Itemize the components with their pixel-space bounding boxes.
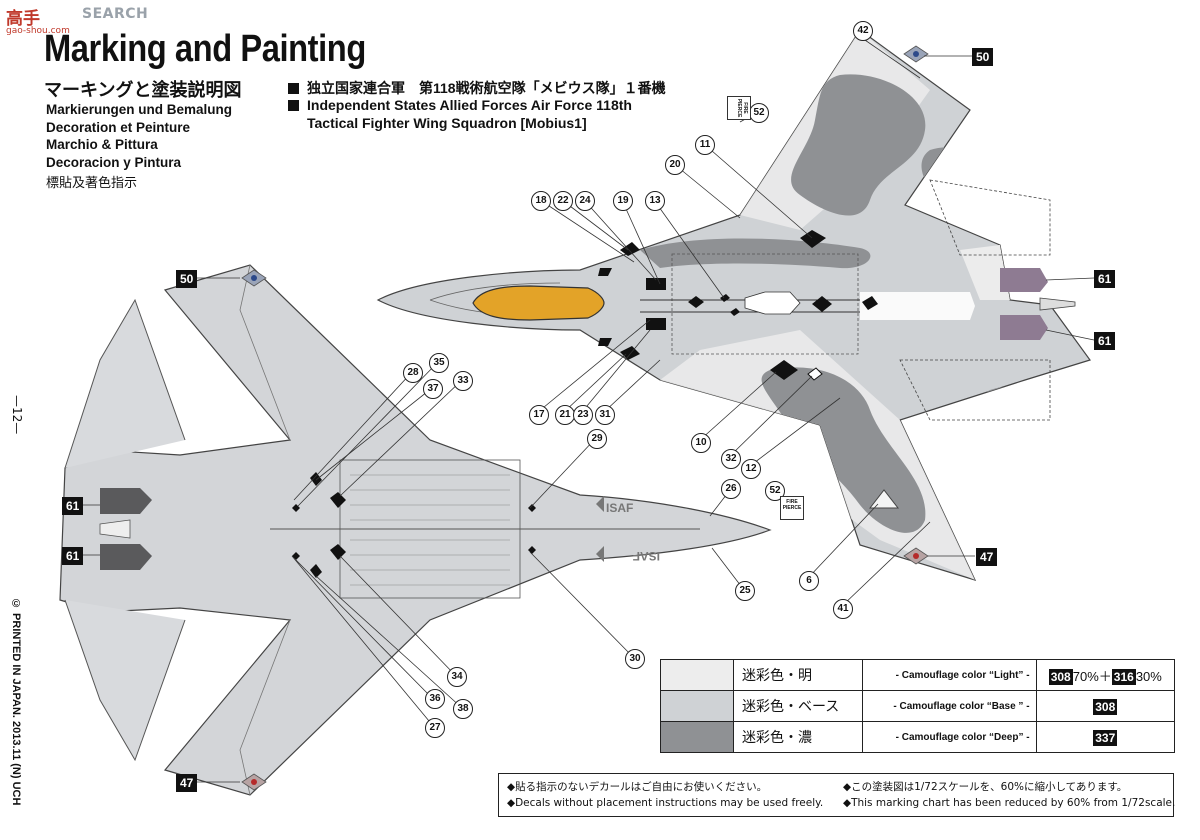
unit-line-japanese: 独立国家連合軍 第118戦術航空隊「メビウス隊」１番機 [288,78,666,98]
callout: 28 [403,363,423,383]
decal-number-61: 61 [62,547,84,565]
printed-in-japan: © PRINTED IN JAPAN. 2013.11 (N) UCH [10,598,22,806]
decal-number-50: 50 [972,48,994,66]
color-swatch-light [660,659,734,691]
callout: 17 [529,405,549,425]
paint-percent: 30% [1135,668,1162,684]
callout: 32 [721,449,741,469]
paint-code: 337 [1093,729,1118,746]
callout: 11 [695,135,715,155]
bullet-square-icon [288,83,299,94]
callout: 12 [741,459,761,479]
camo-name-en: - Camouflage color “Deep” - [861,721,1037,753]
paint-code: 308 [1048,668,1073,685]
subtitle-spanish: Decoracion y Pintura [46,155,182,170]
callout: 26 [721,479,741,499]
camo-row-deep: 迷彩色・濃 - Camouflage color “Deep” - 337 [660,721,1176,753]
decal-number-61: 61 [1094,332,1116,350]
color-swatch-base [660,690,734,722]
watermark-logo: 高手 [6,9,40,29]
isaf-text-lower: ISAF [633,549,660,563]
callout: 35 [429,353,449,373]
callout: 31 [595,405,615,425]
paint-percent: 70% [1072,668,1099,684]
isaf-text-upper: ISAF [606,501,633,515]
subtitle-italian: Marchio & Pittura [46,137,158,152]
note-ja-2: ◆この塗装図は1/72スケールを、60%に縮小してあります。 [843,781,1128,793]
callout: 6 [799,571,819,591]
camo-mix: 337 [1035,721,1176,753]
camo-name-en: - Camouflage color “Light” - [861,659,1037,691]
unit-line-english-1: Independent States Allied Forces Air For… [288,97,632,113]
unit-text-en1: Independent States Allied Forces Air For… [307,97,632,113]
notes-box: ◆貼る指示のないデカールはご自由にお使いください。 ◆Decals withou… [498,773,1176,817]
callout: 34 [447,667,467,687]
callout: 30 [625,649,645,669]
camo-name-ja: 迷彩色・ベース [733,690,863,722]
callout: 22 [553,191,573,211]
subtitle-german: Markierungen und Bemalung [46,102,233,117]
unit-line-english-2: Tactical Fighter Wing Squadron [Mobius1] [307,115,587,131]
subtitle-japanese: マーキングと塗装説明図 [44,80,242,101]
callout: 23 [573,405,593,425]
bullet-square-icon [288,100,299,111]
fire-pierce-decal: FIRE PIERCE [727,96,751,120]
callout: 19 [613,191,633,211]
subtitle-chinese: 標貼及著色指示 [46,176,138,191]
color-swatch-deep [660,721,734,753]
callout: 25 [735,581,755,601]
camo-name-ja: 迷彩色・濃 [733,721,863,753]
page-title: Marking and Painting [44,28,366,70]
camo-row-base: 迷彩色・ベース - Camouflage color “Base ” - 308 [660,690,1176,722]
camo-name-en: - Camouflage color “Base ” - [861,690,1037,722]
watermark-url: gao-shou.com [6,26,70,36]
fire-pierce-decal: FIRE PIERCE [780,496,804,520]
paint-code: 316 [1111,668,1136,685]
unit-text-ja: 独立国家連合軍 第118戦術航空隊「メビウス隊」１番機 [307,80,666,96]
callout: 38 [453,699,473,719]
callout: 18 [531,191,551,211]
note-en-2: ◆This marking chart has been reduced by … [843,797,1176,809]
decal-number-50: 50 [176,270,198,288]
paint-code: 308 [1093,698,1118,715]
decal-number-47: 47 [976,548,998,566]
decal-number-47: 47 [176,774,198,792]
plus-sign: ＋ [1098,668,1112,684]
subtitle-french: Decoration et Peinture [46,120,191,135]
callout: 52 [749,103,769,123]
lower-surface-view: ISAF ISAF [59,264,772,796]
callout: 37 [423,379,443,399]
callout: 29 [587,429,607,449]
callout: 10 [691,433,711,453]
camo-mix: 308 [1035,690,1176,722]
watermark-site: SEARCH [82,6,149,22]
note-ja-1: ◆貼る指示のないデカールはご自由にお使いください。 [507,781,768,793]
page-number: —12— [10,395,24,435]
callout: 27 [425,718,445,738]
callout: 21 [555,405,575,425]
callout: 42 [853,21,873,41]
decal-number-61: 61 [1094,270,1116,288]
camo-name-ja: 迷彩色・明 [733,659,863,691]
callout: 36 [425,689,445,709]
callout: 13 [645,191,665,211]
callout: 33 [453,371,473,391]
callout: 41 [833,599,853,619]
callout: 24 [575,191,595,211]
decal-number-61: 61 [62,497,84,515]
note-en-1: ◆Decals without placement instructions m… [507,797,824,809]
callout: 20 [665,155,685,175]
